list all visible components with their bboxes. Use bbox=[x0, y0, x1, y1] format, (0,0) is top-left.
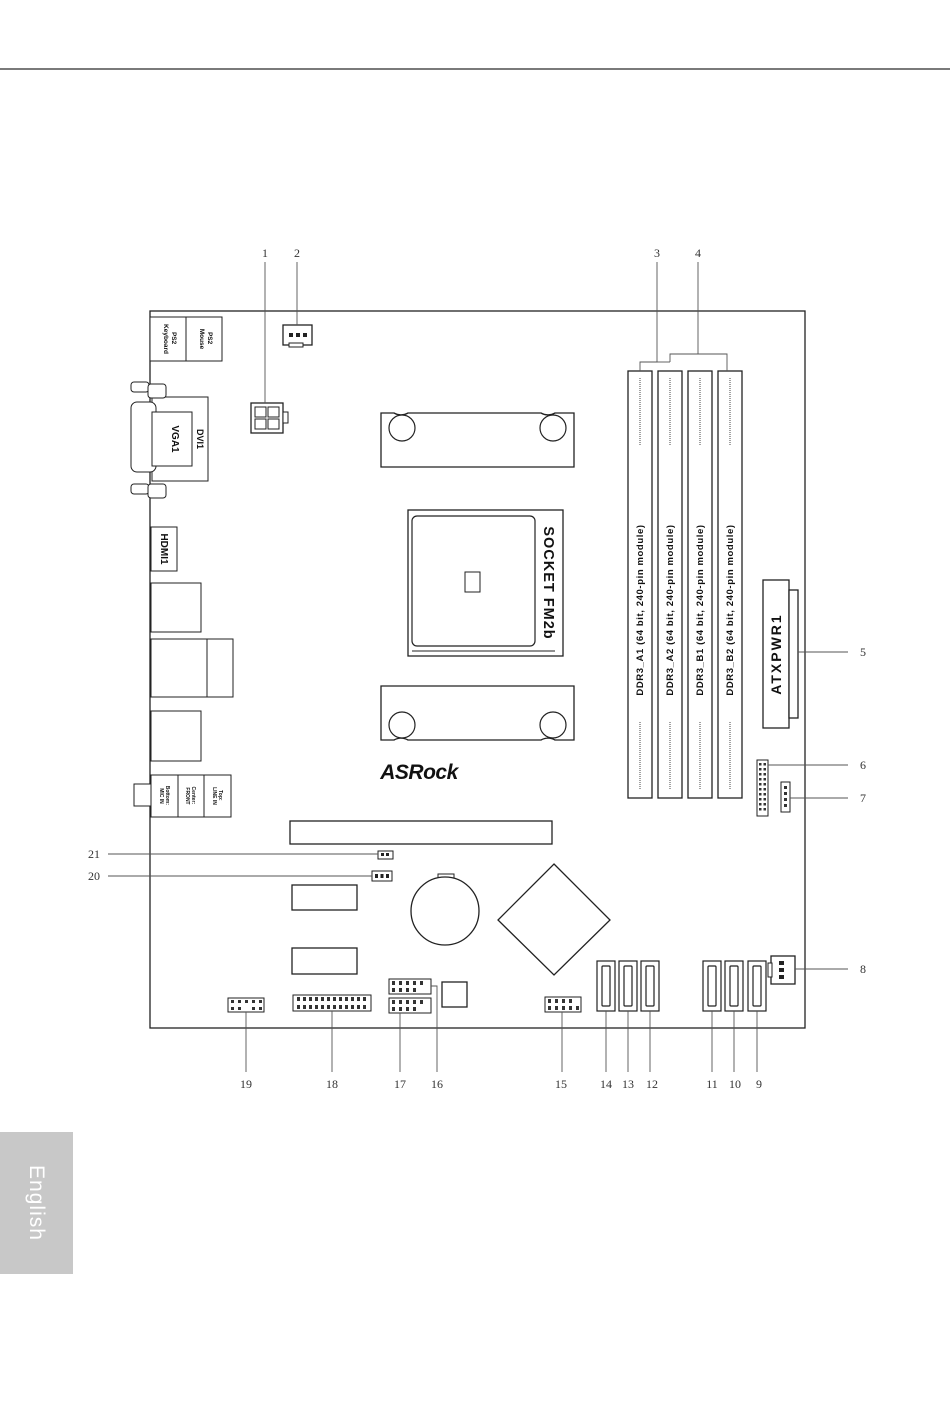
hdmi-label: HDMI1 bbox=[158, 533, 169, 565]
callout-9: 9 bbox=[756, 1077, 762, 1091]
board-outline bbox=[149, 310, 806, 1029]
cpu-retention-bracket-bottom bbox=[380, 685, 575, 741]
callout-16: 16 bbox=[431, 1077, 443, 1091]
callout-numbers: 1 2 3 4 5 6 7 8 21 20 19 18 17 16 15 14 … bbox=[88, 246, 866, 1091]
language-tab: English bbox=[0, 1132, 73, 1274]
callout-2: 2 bbox=[294, 246, 300, 260]
usb-port-stack-3 bbox=[150, 710, 202, 762]
callout-21: 21 bbox=[88, 847, 100, 861]
svg-text:Top: LINE IN: Top: LINE IN bbox=[211, 787, 223, 805]
callout-14: 14 bbox=[600, 1077, 612, 1091]
usb-port-stack-2 bbox=[206, 638, 234, 698]
audio-center-label-1: Center: bbox=[190, 787, 196, 805]
callout-1: 1 bbox=[262, 246, 268, 260]
cpu-fan-header bbox=[282, 324, 313, 348]
leader-lines bbox=[108, 262, 848, 1072]
atx-power-connector: ATXPWR1 bbox=[762, 579, 799, 729]
pcie-x16-slot bbox=[289, 820, 553, 845]
svg-text:PS2 Keyboard: PS2 Keyboard bbox=[162, 324, 177, 354]
ps2-keyboard-label-2: Keyboard bbox=[162, 324, 169, 354]
sata-port-13 bbox=[618, 960, 638, 1012]
dimm-b2-label: DDR3_B2 (64 bit, 240-pin module) bbox=[725, 524, 736, 695]
sata-connectors bbox=[596, 960, 767, 1012]
svg-text:Center: FRONT: Center: FRONT bbox=[184, 787, 196, 806]
sata-port-14 bbox=[596, 960, 616, 1012]
callout-17: 17 bbox=[394, 1077, 406, 1091]
callout-5: 5 bbox=[860, 645, 866, 659]
onboard-chip-2 bbox=[291, 947, 358, 975]
ps2-mouse-label-2: Mouse bbox=[198, 329, 205, 350]
dimm-slot-b1: DDR3_B1 (64 bit, 240-pin module) bbox=[687, 370, 713, 799]
dimm-slot-a2: DDR3_A2 (64 bit, 240-pin module) bbox=[657, 370, 683, 799]
ps2-keyboard-port: PS2 Keyboard bbox=[149, 316, 187, 362]
callout-18: 18 bbox=[326, 1077, 338, 1091]
atx12v-power-connector bbox=[250, 402, 289, 434]
sata-port-10 bbox=[724, 960, 744, 1012]
socket-label: SOCKET FM2b bbox=[540, 526, 556, 639]
language-tab-label: English bbox=[25, 1165, 48, 1241]
callout-8: 8 bbox=[860, 962, 866, 976]
dimm-slot-b2: DDR3_B2 (64 bit, 240-pin module) bbox=[717, 370, 743, 799]
audio-top-label-1: Top: bbox=[217, 790, 223, 801]
ps2-keyboard-label-1: PS2 bbox=[170, 332, 177, 345]
callout-20: 20 bbox=[88, 869, 100, 883]
ps2-mouse-port: PS2 Mouse bbox=[185, 316, 223, 362]
svg-text:Bottom: MIC IN: Bottom: MIC IN bbox=[158, 786, 170, 807]
svg-text:PS2 Mouse: PS2 Mouse bbox=[198, 329, 213, 350]
dimm-a2-label: DDR3_A2 (64 bit, 240-pin module) bbox=[665, 524, 676, 695]
jumper-20 bbox=[371, 870, 393, 882]
lan-port bbox=[150, 638, 208, 698]
callout-7: 7 bbox=[860, 791, 866, 805]
usb-port-stack-1 bbox=[150, 582, 202, 633]
callout-6: 6 bbox=[860, 758, 866, 772]
vga-port: VGA1 bbox=[130, 381, 193, 499]
com-header-18 bbox=[292, 994, 372, 1012]
usb3-header bbox=[756, 759, 769, 817]
callout-4: 4 bbox=[695, 246, 701, 260]
ps2-mouse-label-1: PS2 bbox=[206, 332, 213, 345]
sata-port-9 bbox=[747, 960, 767, 1012]
audio-bottom-label-1: Bottom: bbox=[164, 786, 170, 805]
asrock-logo: ASRock bbox=[379, 761, 459, 784]
cpu-retention-bracket-top bbox=[380, 412, 575, 468]
onboard-chip-3 bbox=[441, 981, 468, 1008]
usb-header-17 bbox=[388, 997, 432, 1014]
usb-header-16 bbox=[388, 978, 432, 995]
callout-12: 12 bbox=[646, 1077, 658, 1091]
sata-port-11 bbox=[702, 960, 722, 1012]
vga-label: VGA1 bbox=[169, 425, 180, 453]
chipset bbox=[497, 863, 611, 976]
dimm-a1-label: DDR3_A1 (64 bit, 240-pin module) bbox=[635, 524, 646, 695]
callout-10: 10 bbox=[729, 1077, 741, 1091]
dimm-slot-a1: DDR3_A1 (64 bit, 240-pin module) bbox=[627, 370, 653, 799]
atx-power-label: ATXPWR1 bbox=[768, 613, 784, 694]
audio-top-label-2: LINE IN bbox=[211, 787, 217, 805]
chassis-header-7 bbox=[780, 781, 791, 813]
callout-11: 11 bbox=[706, 1077, 718, 1091]
dvi-label: DVI1 bbox=[195, 429, 205, 449]
callout-3: 3 bbox=[654, 246, 660, 260]
hdmi-port: HDMI1 bbox=[150, 526, 178, 572]
cmos-battery bbox=[410, 873, 480, 946]
front-audio-header bbox=[227, 997, 265, 1013]
jumper-21 bbox=[377, 850, 394, 860]
chassis-fan-header bbox=[767, 955, 796, 985]
header-rule bbox=[0, 68, 950, 70]
system-panel-header bbox=[544, 996, 582, 1013]
audio-bottom-label-2: MIC IN bbox=[158, 788, 164, 804]
callout-19: 19 bbox=[240, 1077, 252, 1091]
callout-15: 15 bbox=[555, 1077, 567, 1091]
dimm-slots: DDR3_A1 (64 bit, 240-pin module) DDR3_A2… bbox=[627, 370, 743, 799]
onboard-chip-1 bbox=[291, 884, 358, 911]
sata-port-12 bbox=[640, 960, 660, 1012]
audio-jacks: Bottom: MIC IN Center: FRONT Top: LINE I… bbox=[133, 774, 232, 818]
cpu-socket: SOCKET FM2b bbox=[407, 509, 564, 657]
dimm-b1-label: DDR3_B1 (64 bit, 240-pin module) bbox=[695, 524, 706, 695]
audio-center-label-2: FRONT bbox=[184, 787, 190, 804]
callout-13: 13 bbox=[622, 1077, 634, 1091]
